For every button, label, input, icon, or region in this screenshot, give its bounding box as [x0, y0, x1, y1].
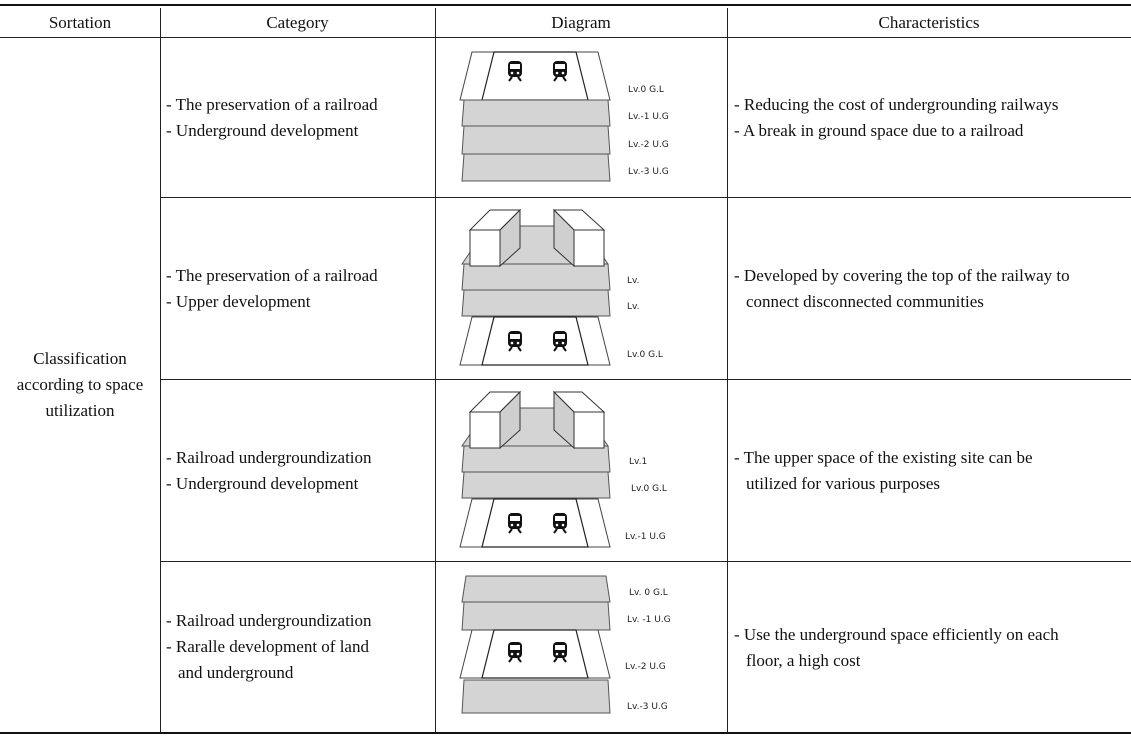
column-divider [160, 8, 161, 732]
train-icon [553, 331, 567, 352]
level-label: Lv. [627, 302, 640, 312]
header-characteristics: Characteristics [878, 12, 980, 32]
category-cell: - The preservation of a railroad - Upper… [166, 263, 431, 315]
diagram-railroad-undergroundization: Lv.1 Lv.0 G.L Lv.-1 U.G [436, 380, 726, 561]
train-icon [508, 642, 522, 663]
characteristics-line: - Developed by covering the top of the r… [734, 266, 1070, 285]
category-line: - Underground development [166, 474, 359, 493]
characteristics-line: floor, a high cost [746, 651, 861, 670]
train-icon [553, 513, 567, 534]
category-line: - Underground development [166, 121, 359, 140]
train-icon [508, 513, 522, 534]
track-level-icon [459, 629, 611, 679]
diagram-parallel-development: Lv. 0 G.L Lv. -1 U.G Lv.-2 U.G Lv.-3 U.G [436, 562, 726, 732]
level-label: Lv.-3 U.G [628, 167, 669, 177]
level-label: Lv.-2 U.G [625, 662, 666, 672]
characteristics-line: - Reducing the cost of undergrounding ra… [734, 95, 1059, 114]
track-level-icon [459, 316, 611, 366]
building-block-icon [468, 390, 522, 450]
track-level-icon [459, 51, 611, 101]
characteristics-line: - The upper space of the existing site c… [734, 448, 1033, 467]
row-divider [160, 197, 1131, 198]
category-cell: - Railroad undergroundization - Raralle … [166, 608, 431, 686]
sortation-line: Classification [33, 349, 127, 368]
floor-slab-icon [461, 99, 611, 182]
floor-slab-icon [461, 679, 611, 714]
train-icon [508, 331, 522, 352]
level-label: Lv.-1 U.G [625, 532, 666, 542]
characteristics-cell: - Developed by covering the top of the r… [734, 263, 1124, 315]
characteristics-line: - A break in ground space due to a railr… [734, 121, 1024, 140]
column-divider [727, 8, 728, 732]
level-label: Lv.0 G.L [631, 484, 667, 494]
level-label: Lv. 0 G.L [629, 588, 668, 598]
diagram-upper-development: Lv. Lv. Lv.0 G.L [436, 198, 726, 379]
sortation-line: utilization [45, 401, 115, 420]
category-cell: - Railroad undergroundization - Undergro… [166, 445, 431, 497]
row-divider [160, 379, 1131, 380]
track-level-icon [459, 498, 611, 548]
category-line: - Raralle development of land [166, 637, 369, 656]
level-label: Lv. [627, 276, 640, 286]
column-divider [435, 8, 436, 732]
building-block-icon [552, 208, 606, 268]
level-label: Lv.0 G.L [627, 350, 663, 360]
characteristics-cell: - Reducing the cost of undergrounding ra… [734, 92, 1124, 144]
characteristics-line: connect disconnected communities [746, 292, 984, 311]
row-divider [160, 561, 1131, 562]
building-block-icon [468, 208, 522, 268]
table-bottom-rule [0, 732, 1131, 734]
level-label: Lv.0 G.L [628, 85, 664, 95]
level-label: Lv.-2 U.G [628, 140, 669, 150]
characteristics-cell: - The upper space of the existing site c… [734, 445, 1124, 497]
diagram-underground-development: Lv.0 G.L Lv.-1 U.G Lv.-2 U.G Lv.-3 U.G [436, 38, 726, 197]
sortation-cell: Classification according to space utiliz… [0, 38, 160, 732]
category-line: - The preservation of a railroad [166, 95, 378, 114]
characteristics-line: - Use the underground space efficiently … [734, 625, 1059, 644]
category-cell: - The preservation of a railroad - Under… [166, 92, 431, 144]
header-sortation: Sortation [48, 12, 112, 32]
level-label: Lv.-3 U.G [627, 702, 668, 712]
header-rule [0, 37, 1131, 38]
category-line: - The preservation of a railroad [166, 266, 378, 285]
sortation-line: according to space [16, 375, 144, 394]
category-line: - Upper development [166, 292, 311, 311]
characteristics-line: utilized for various purposes [746, 474, 941, 493]
characteristics-cell: - Use the underground space efficiently … [734, 622, 1124, 674]
floor-slab-icon [461, 575, 611, 631]
level-label: Lv.-1 U.G [628, 112, 669, 122]
level-label: Lv. -1 U.G [627, 615, 671, 625]
level-label: Lv.1 [629, 457, 647, 467]
train-icon [553, 642, 567, 663]
building-block-icon [552, 390, 606, 450]
category-line: and underground [178, 663, 294, 682]
header-diagram: Diagram [551, 12, 611, 32]
category-line: - Railroad undergroundization [166, 448, 372, 467]
table-top-rule [0, 4, 1131, 6]
header-category: Category [266, 12, 329, 32]
train-icon [553, 61, 567, 82]
train-icon [508, 61, 522, 82]
category-line: - Railroad undergroundization [166, 611, 372, 630]
